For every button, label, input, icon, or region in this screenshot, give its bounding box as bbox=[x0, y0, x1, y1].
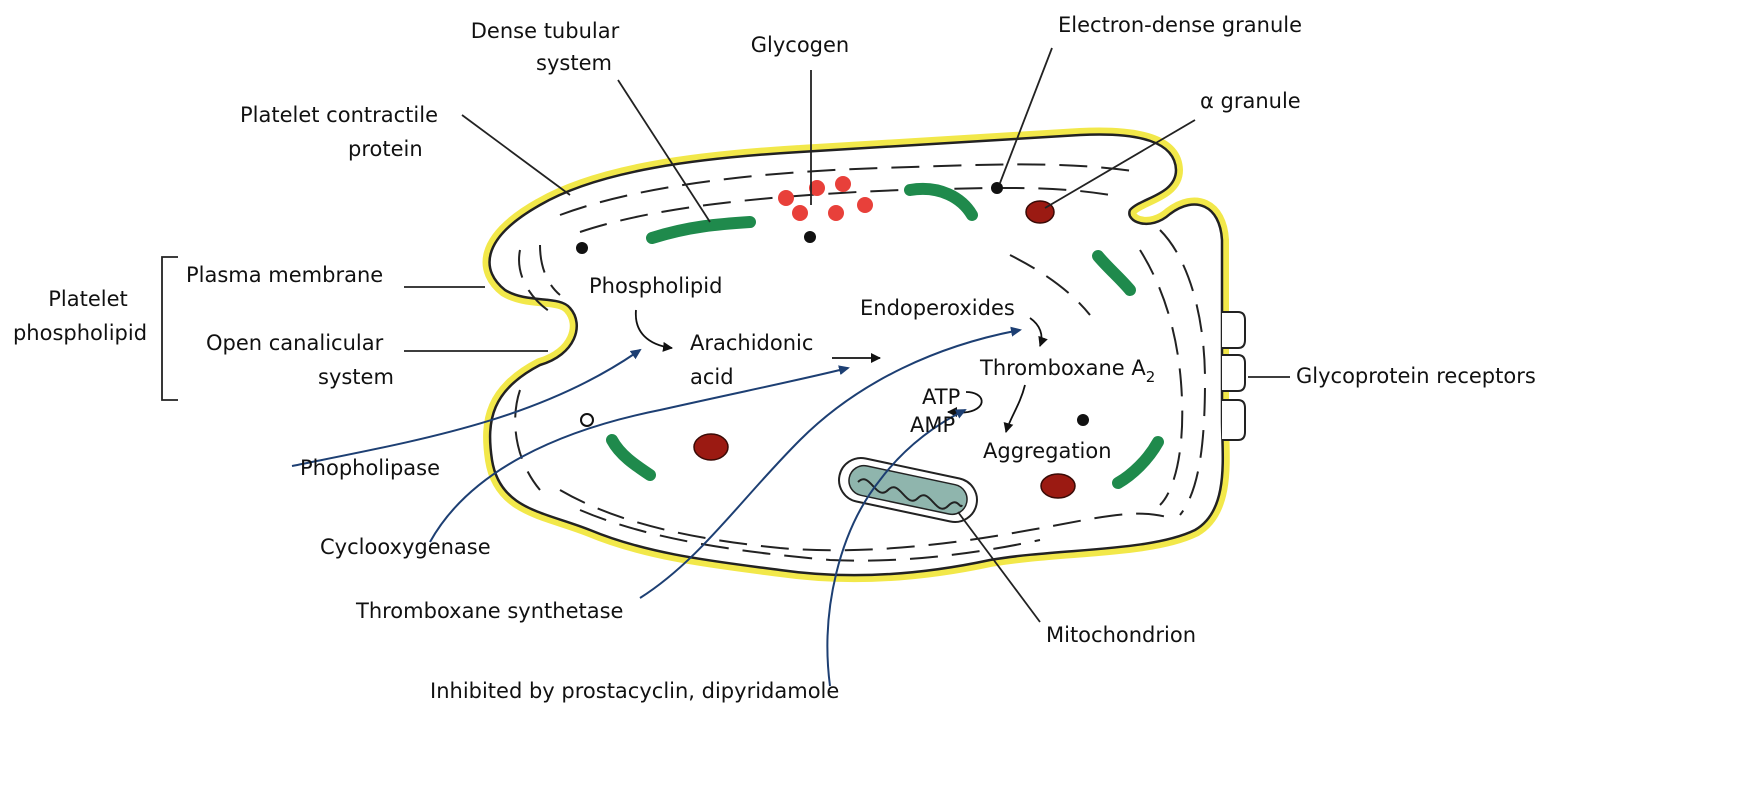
leader-alpha-granule bbox=[1044, 119, 1196, 209]
leader-electron-dense bbox=[999, 47, 1053, 184]
label-thromboxane-a2-main: Thromboxane A bbox=[979, 356, 1146, 380]
label-thromboxane-synthetase: Thromboxane synthetase bbox=[355, 599, 623, 623]
arrow-phospholipase bbox=[291, 348, 642, 467]
label-dense-tubular-1: Dense tubular bbox=[471, 19, 620, 43]
label-thromboxane-a2: Thromboxane A2 bbox=[979, 356, 1155, 386]
arrow-txa2-to-aggregation bbox=[1003, 384, 1026, 433]
labels: Dense tubular system Glycogen Electron-d… bbox=[13, 13, 1536, 703]
arrow-cyclooxygenase bbox=[429, 365, 850, 543]
label-open-canalicular-1: Open canalicular bbox=[206, 331, 384, 355]
tubular-segment bbox=[1112, 436, 1164, 489]
label-contractile-1: Platelet contractile bbox=[240, 103, 438, 127]
tubular-segment bbox=[904, 182, 978, 221]
label-glycoprotein-receptors: Glycoprotein receptors bbox=[1296, 364, 1536, 388]
label-phospholipase: Phopholipase bbox=[300, 456, 440, 480]
label-arachidonic-1: Arachidonic bbox=[690, 331, 813, 355]
label-contractile-2: protein bbox=[348, 137, 423, 161]
leader-mitochondrion bbox=[957, 511, 1041, 623]
label-open-canalicular-2: system bbox=[318, 365, 394, 389]
glycogen-cluster bbox=[778, 176, 873, 221]
bracket-phospholipid bbox=[161, 256, 178, 401]
label-platelet-phospholipid-1: Platelet bbox=[48, 287, 128, 311]
leader-dense-tubular bbox=[617, 79, 711, 223]
enzyme-arrows bbox=[291, 326, 1022, 687]
electron-dense-granules bbox=[576, 182, 1089, 426]
label-plasma-membrane: Plasma membrane bbox=[186, 263, 383, 287]
pathway-arrows bbox=[635, 309, 1048, 433]
contractile-protein-dashes bbox=[514, 163, 1207, 562]
label-endoperoxides: Endoperoxides bbox=[860, 296, 1015, 320]
leader-lines bbox=[161, 47, 1290, 623]
arrow-phospholipid-to-arachidonic bbox=[635, 309, 673, 352]
label-thromboxane-a2-subscript: 2 bbox=[1146, 368, 1156, 386]
membrane-outline bbox=[488, 133, 1225, 577]
arrow-atp-to-amp bbox=[947, 391, 983, 418]
tubular-segment bbox=[606, 434, 656, 481]
arrow-inhibited bbox=[826, 409, 967, 687]
label-alpha-granule: α granule bbox=[1200, 89, 1301, 113]
alpha-granules bbox=[693, 200, 1076, 499]
label-glycogen: Glycogen bbox=[751, 33, 850, 57]
label-phospholipid: Phospholipid bbox=[589, 274, 722, 298]
tubular-segment bbox=[646, 216, 756, 244]
label-amp: AMP bbox=[910, 413, 955, 437]
label-electron-dense: Electron-dense granule bbox=[1058, 13, 1302, 37]
label-inhibited: Inhibited by prostacyclin, dipyridamole bbox=[430, 679, 839, 703]
arrow-endoperoxides-to-txa2 bbox=[1029, 317, 1048, 347]
label-cyclooxygenase: Cyclooxygenase bbox=[320, 535, 491, 559]
label-atp: ATP bbox=[922, 385, 960, 409]
label-arachidonic-2: acid bbox=[690, 365, 734, 389]
label-dense-tubular-2: system bbox=[536, 51, 612, 75]
open-granule bbox=[580, 413, 594, 427]
leader-contractile bbox=[461, 114, 571, 196]
tubular-segment bbox=[1092, 250, 1136, 296]
dense-tubular-system bbox=[606, 182, 1164, 489]
mitochondrion-organelle bbox=[838, 457, 978, 523]
label-platelet-phospholipid-2: phospholipid bbox=[13, 321, 147, 345]
glycoprotein-receptor-bumps bbox=[1222, 311, 1246, 441]
platelet-membrane bbox=[482, 127, 1230, 583]
label-mitochondrion: Mitochondrion bbox=[1046, 623, 1196, 647]
label-aggregation: Aggregation bbox=[983, 439, 1112, 463]
arrow-thromboxane-synthetase bbox=[639, 326, 1022, 599]
